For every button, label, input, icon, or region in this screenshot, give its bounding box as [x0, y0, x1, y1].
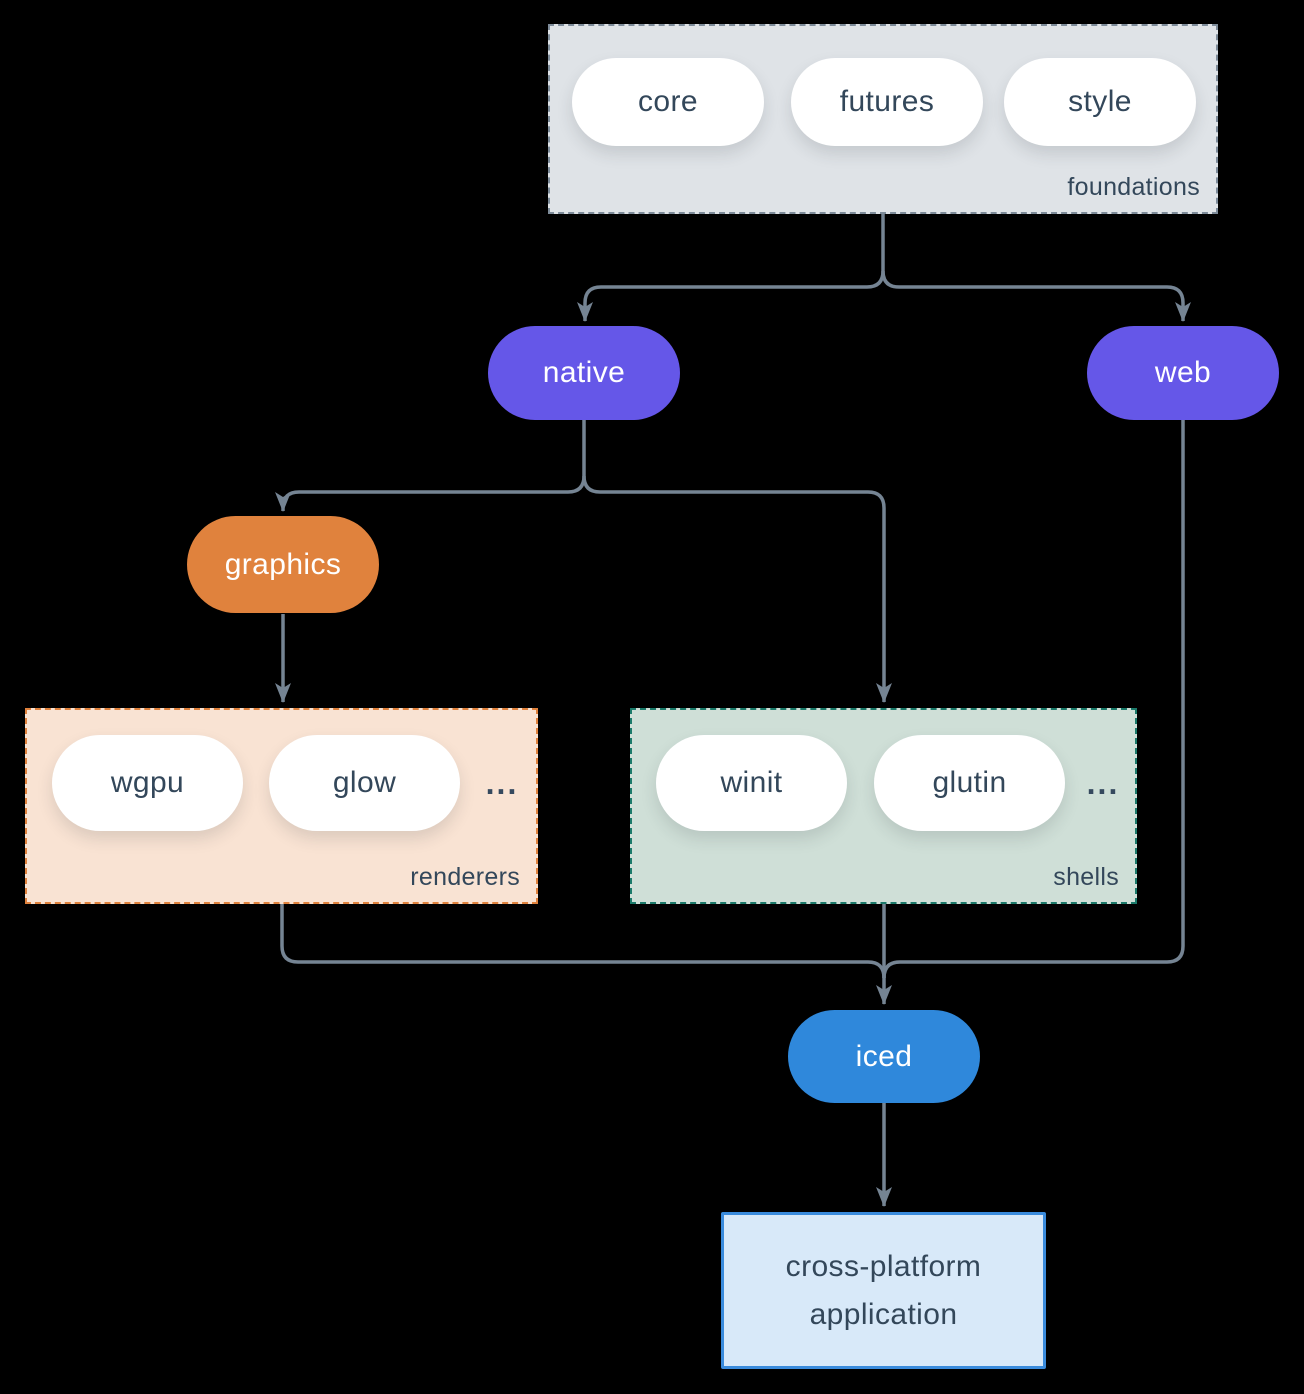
group-renderers: wgpu glow ... renderers — [25, 708, 538, 904]
app-label-line1: cross-platform — [785, 1249, 982, 1283]
edge-native-shells — [582, 475, 892, 703]
app-label-line2: application — [809, 1297, 958, 1331]
pill-graphics: graphics — [187, 516, 379, 613]
pill-iced: iced — [788, 1010, 980, 1103]
renderers-ellipsis: ... — [485, 764, 519, 801]
pill-core: core — [572, 58, 764, 146]
app-box: cross-platform application — [721, 1212, 1046, 1369]
pill-glow: glow — [269, 735, 460, 831]
group-shells: winit glutin ... shells — [630, 708, 1137, 904]
edge-foundations-web — [881, 270, 1191, 322]
pill-glutin: glutin — [874, 735, 1065, 831]
pill-web: web — [1087, 326, 1279, 420]
pill-wgpu: wgpu — [52, 735, 243, 831]
group-label-renderers: renderers — [410, 863, 520, 891]
edge-native-graphics — [275, 475, 586, 512]
group-label-shells: shells — [1053, 863, 1119, 891]
edge-foundations-native — [577, 270, 885, 322]
group-label-foundations: foundations — [1067, 173, 1200, 201]
edge-web-iced — [882, 420, 1185, 979]
shells-ellipsis: ... — [1086, 764, 1120, 801]
pill-style: style — [1004, 58, 1196, 146]
pill-futures: futures — [791, 58, 983, 146]
pill-winit: winit — [656, 735, 847, 831]
edge-renderers-iced — [280, 904, 886, 979]
pill-native: native — [488, 326, 680, 420]
group-foundations: core futures style foundations — [548, 24, 1218, 214]
